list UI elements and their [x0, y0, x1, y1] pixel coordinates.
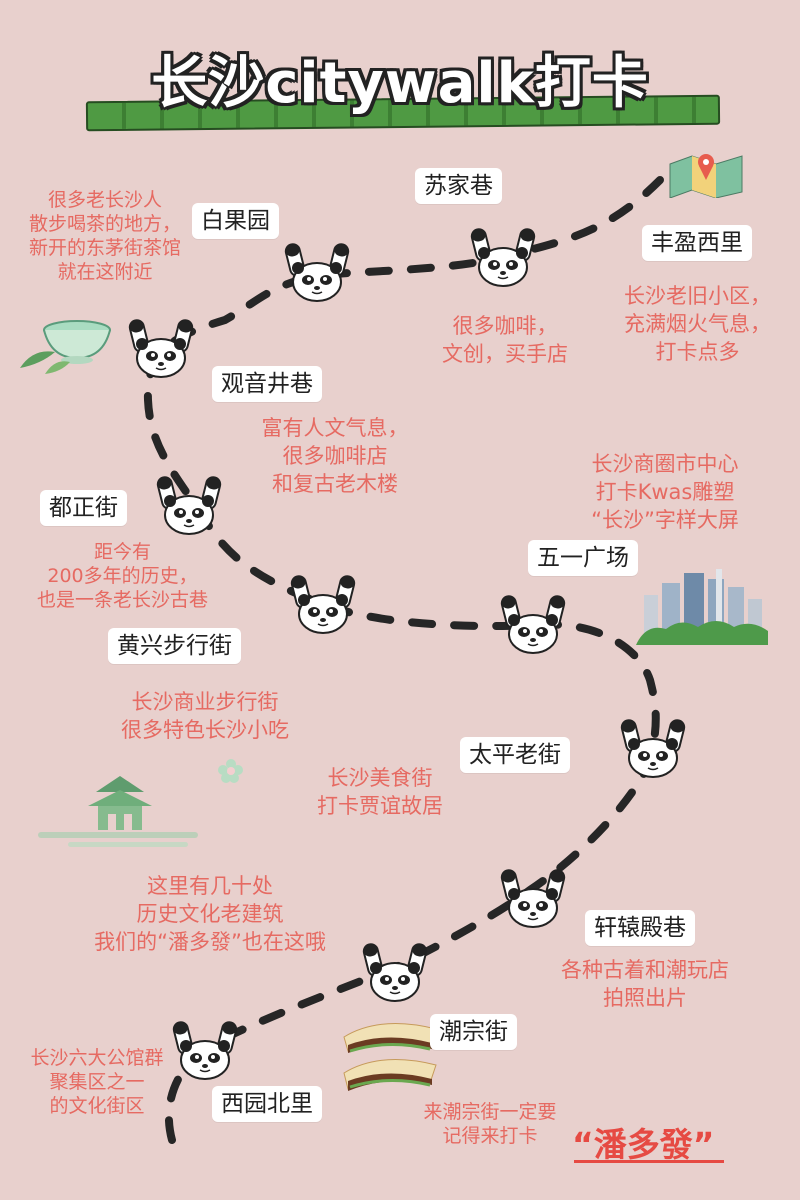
stop-desc-xiyuanbeili: 长沙六大公馆群 聚集区之一 的文化街区	[30, 1047, 164, 1117]
stop-note-chaozongjie: 这里有几十处 历史文化老建筑 我们的“潘多發”也在这哦	[94, 874, 326, 954]
stop-desc-chaozongjie: 来潮宗街一定要 记得来打卡	[423, 1101, 557, 1147]
stop-label-huangxingbuxingjie: 黄兴步行街	[108, 628, 241, 664]
stop-desc-fengyingxili: 长沙老旧小区， 充满烟火气息， 打卡点多	[624, 284, 771, 364]
tea-cup-icon	[20, 320, 111, 374]
panda-icon	[362, 940, 428, 1010]
stop-desc-baiguoyuan: 很多老长沙人 散步喝茶的地方， 新开的东茅街茶馆 就在这附近	[28, 189, 181, 283]
map-pin-icon	[669, 154, 743, 198]
panda-icon	[620, 716, 686, 786]
stop-label-taipinglaojie: 太平老街	[460, 737, 570, 773]
stop-label-xuanyuandianxiang: 轩辕殿巷	[585, 910, 695, 946]
highlight-underline	[574, 1160, 724, 1163]
panda-icon	[172, 1018, 238, 1088]
stop-desc-duzhengjie: 距今有 200多年的历史， 也是一条老长沙古巷	[36, 541, 208, 611]
stop-desc-sujiaxiang: 很多咖啡， 文创，买手店	[442, 314, 568, 366]
panda-icon	[156, 473, 222, 543]
panda-icon	[284, 240, 350, 310]
stop-desc-taipinglaojie: 长沙美食街 打卡贾谊故居	[317, 766, 443, 818]
stop-label-baiguoyuan: 白果园	[192, 203, 279, 239]
panda-icon	[128, 316, 194, 386]
stop-label-xiyuanbeili: 西园北里	[212, 1086, 322, 1122]
stop-desc-guanyinjingxiang: 富有人文气息， 很多咖啡店 和复古老木楼	[261, 416, 409, 496]
stop-label-sujiaxiang: 苏家巷	[415, 168, 502, 204]
stop-desc-wuyiguangchang: 长沙商圈市中心 打卡Kwas雕塑 “长沙”字样大屏	[591, 452, 739, 532]
flower-icon	[218, 759, 243, 783]
panda-icon	[500, 866, 566, 936]
sandwich-icon	[343, 1023, 437, 1091]
stop-label-duzhengjie: 都正街	[40, 490, 127, 526]
stop-label-chaozongjie: 潮宗街	[430, 1014, 517, 1050]
highlight-shop-name: “潘多發”	[572, 1125, 715, 1164]
panda-icon	[290, 572, 356, 642]
stop-label-guanyinjingxiang: 观音井巷	[212, 366, 322, 402]
stop-desc-huangxingbuxingjie: 长沙商业步行街 很多特色长沙小吃	[121, 690, 289, 742]
page-title: 长沙citywalk打卡	[151, 51, 649, 116]
pavilion-icon	[38, 776, 198, 847]
city-buildings-icon	[636, 569, 768, 645]
stop-label-wuyiguangchang: 五一广场	[528, 540, 638, 576]
panda-icon	[500, 592, 566, 662]
stop-label-fengyingxili: 丰盈西里	[642, 225, 752, 261]
panda-icon	[470, 225, 536, 295]
stop-desc-xuanyuandianxiang: 各种古着和潮玩店 拍照出片	[561, 958, 729, 1010]
